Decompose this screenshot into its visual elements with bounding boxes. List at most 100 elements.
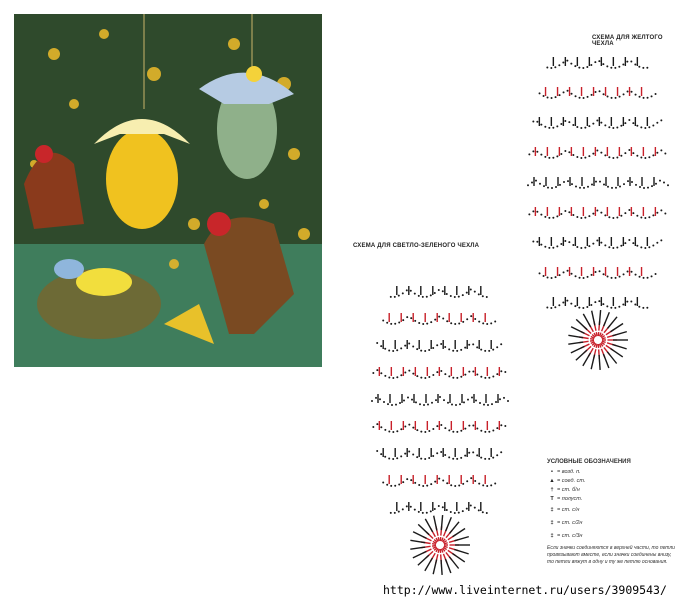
chain-stitch <box>444 373 447 376</box>
chain-stitch <box>568 211 571 214</box>
chain-stitch <box>610 96 613 99</box>
chain-stitch <box>429 510 432 513</box>
chain-stitch <box>460 375 463 378</box>
chain-stitch <box>428 349 431 352</box>
chain-stitch <box>654 93 657 96</box>
chain-stitch <box>392 376 395 379</box>
chain-stitch <box>603 183 605 186</box>
chain-stitch <box>628 149 631 152</box>
chain-stitch <box>397 510 400 513</box>
chain-stitch <box>484 349 487 352</box>
chain-stitch <box>437 504 440 507</box>
chain-stitch <box>492 456 495 459</box>
stitch-mark <box>437 548 440 553</box>
chain-stitch <box>409 289 412 292</box>
stitch-mark <box>593 332 597 337</box>
chain-stitch <box>572 244 575 247</box>
chain-stitch <box>560 212 563 215</box>
chain-stitch <box>634 273 637 276</box>
chain-stitch <box>455 403 457 406</box>
chain-stitch <box>442 317 445 320</box>
chain-stitch <box>622 273 625 276</box>
stitch-mark <box>443 545 448 549</box>
chain-stitch <box>404 452 407 455</box>
stitch-mark <box>454 548 469 555</box>
chain-stitch <box>440 370 443 373</box>
chain-stitch <box>656 211 659 214</box>
chain-stitch <box>606 65 609 68</box>
chain-stitch <box>622 93 625 96</box>
stitch-mark <box>440 537 444 542</box>
chain-stitch <box>415 401 417 404</box>
chain-stitch <box>544 215 547 218</box>
chain-stitch <box>448 348 451 351</box>
legend-item: †= ст. б/н <box>547 485 677 494</box>
chain-stitch <box>608 126 611 129</box>
chain-stitch <box>408 369 411 372</box>
chain-stitch <box>664 152 667 155</box>
chain-stitch <box>476 346 479 349</box>
legend-item: ‡= ст. с/н <box>547 503 677 516</box>
chain-stitch <box>550 66 553 69</box>
chain-stitch <box>485 511 488 514</box>
chain-stitch <box>448 375 451 378</box>
chain-stitch <box>424 457 427 460</box>
chain-stitch <box>393 295 396 298</box>
stitch-mark <box>445 516 452 532</box>
chain-stitch <box>638 65 641 68</box>
chain-stitch <box>640 246 643 249</box>
chain-stitch <box>432 373 435 376</box>
chain-stitch <box>429 294 432 297</box>
chain-stitch <box>466 480 469 483</box>
chain-stitch <box>627 180 629 183</box>
chain-stitch <box>558 274 561 277</box>
chain-stitch <box>652 214 655 217</box>
chain-stitch <box>580 216 583 219</box>
chain-stitch <box>606 95 609 98</box>
chain-stitch <box>453 511 456 514</box>
stitch-symbol-icon: ‡ <box>550 506 554 513</box>
chain-stitch <box>430 321 433 324</box>
chain-stitch <box>422 484 425 487</box>
chain-stitch <box>448 456 451 459</box>
chain-stitch <box>634 93 637 96</box>
chain-stitch <box>376 450 379 453</box>
chain-stitch <box>572 154 575 157</box>
chain-stitch <box>424 430 427 433</box>
chain-stitch <box>595 180 597 183</box>
chain-stitch <box>576 216 579 219</box>
stitch-mark <box>412 550 427 559</box>
chain-stitch <box>412 345 415 348</box>
stitch-mark <box>435 537 439 542</box>
chain-stitch <box>392 457 395 460</box>
chain-stitch <box>578 66 581 69</box>
chain-stitch <box>456 457 459 460</box>
chain-stitch <box>477 293 480 296</box>
chain-stitch <box>396 376 399 379</box>
chain-stitch <box>454 484 457 487</box>
chain-stitch <box>656 241 659 244</box>
chain-stitch <box>527 184 529 187</box>
stitch-mark <box>432 540 437 544</box>
chain-stitch <box>400 347 403 350</box>
chain-stitch <box>478 482 481 485</box>
chain-stitch <box>636 214 639 217</box>
chain-stitch <box>647 186 649 189</box>
chain-stitch <box>398 483 401 486</box>
stitch-mark <box>448 556 460 569</box>
chain-stitch <box>596 239 599 242</box>
chain-stitch <box>562 301 565 304</box>
chain-stitch <box>586 95 589 98</box>
chain-stitch <box>648 216 651 219</box>
chain-stitch <box>392 430 395 433</box>
chain-stitch <box>462 482 465 485</box>
chain-stitch <box>424 349 427 352</box>
chain-stitch <box>548 216 551 219</box>
chain-stitch <box>628 209 631 212</box>
legend-label: = полуст. <box>557 495 583 502</box>
chain-stitch <box>384 455 387 458</box>
chain-stitch <box>584 126 587 129</box>
chain-stitch <box>459 403 461 406</box>
stitch-mark <box>441 547 446 552</box>
stitch-mark <box>454 535 470 542</box>
